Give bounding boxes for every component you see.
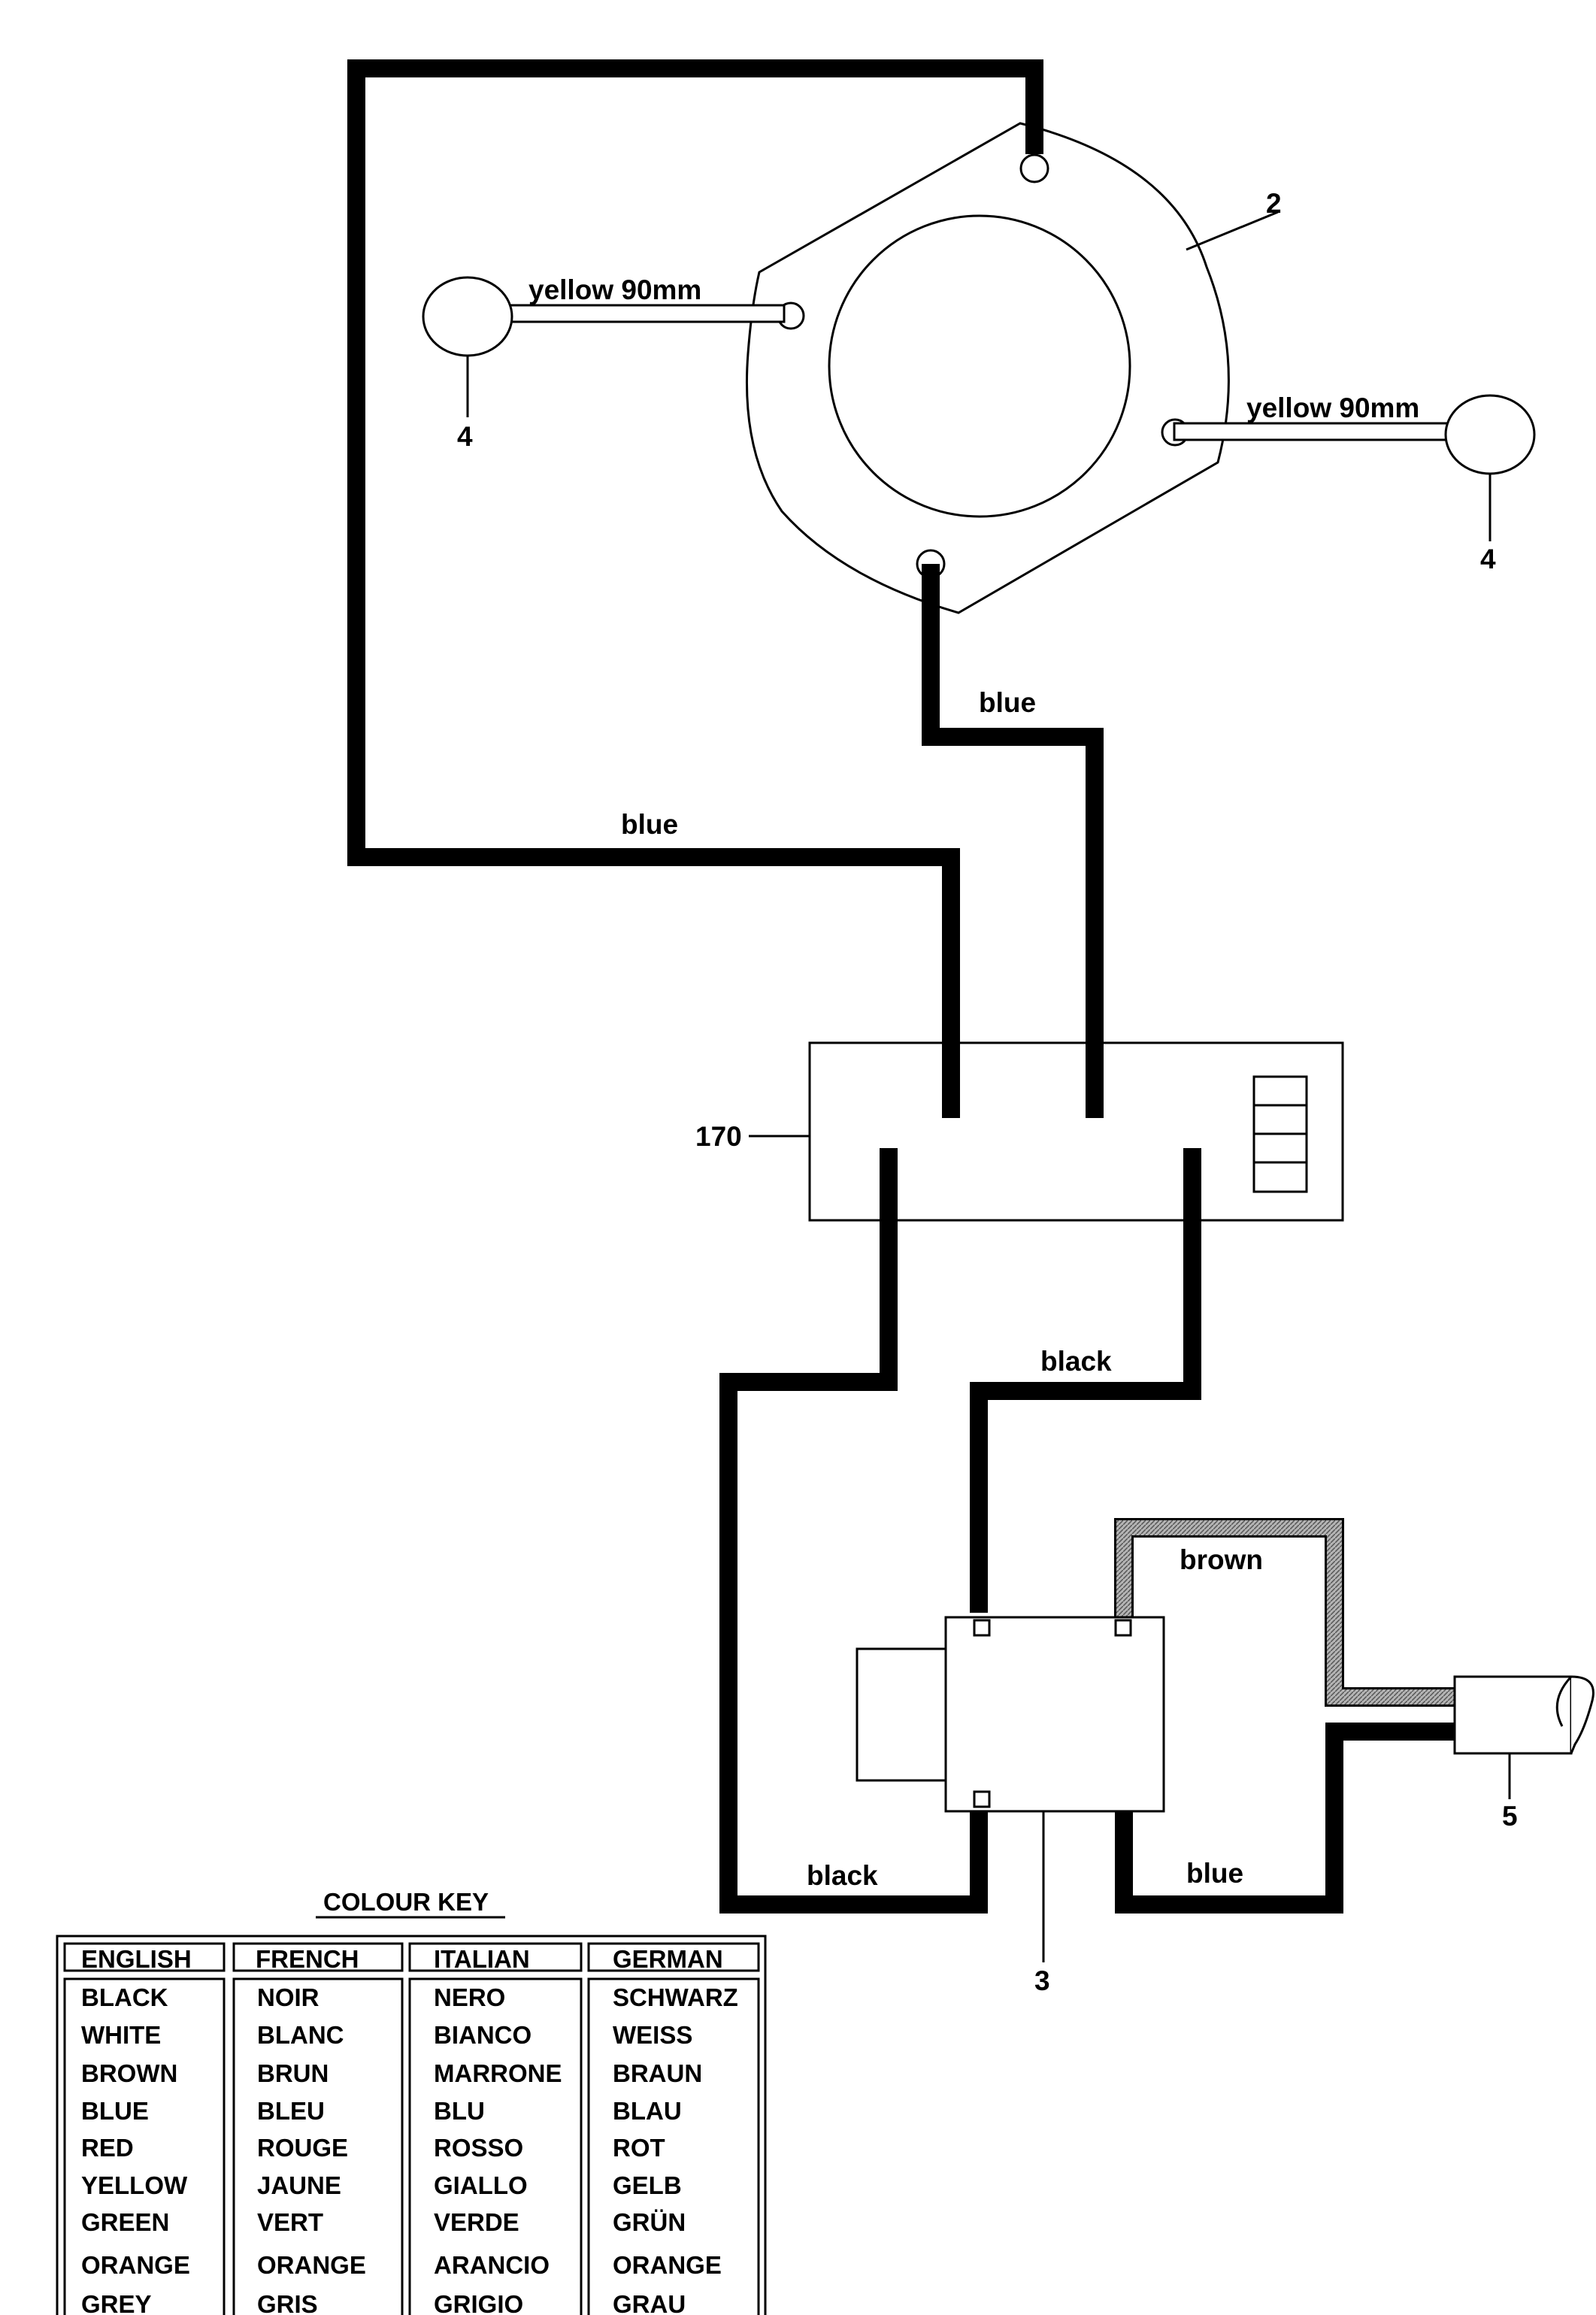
wire-blue-cable	[1115, 1723, 1455, 1914]
colour-key-cell: BLEU	[257, 2097, 325, 2125]
colour-key-cell: GIALLO	[434, 2171, 528, 2199]
wire-black-inner	[970, 1148, 1201, 1613]
switch-terminal-tl	[973, 1619, 991, 1637]
wire-black-outer	[719, 1148, 988, 1914]
wire-brown	[1116, 1520, 1455, 1704]
colour-key-title: COLOUR KEY	[323, 1888, 489, 1916]
colour-key: COLOUR KEY ENGLISH FRENCH ITALIAN GERMAN BLA…	[56, 1888, 767, 2315]
colour-key-header: FRENCH	[256, 1945, 359, 1973]
colour-key-cell: SCHWARZ	[613, 1983, 738, 2011]
yellow-wire-right	[1173, 422, 1473, 441]
colour-key-cell: WEISS	[613, 2021, 692, 2049]
colour-key-cell: GRIS	[257, 2290, 318, 2315]
colour-key-cell: BLAU	[613, 2097, 682, 2125]
colour-key-cell: VERDE	[434, 2208, 519, 2236]
colour-key-header: ENGLISH	[81, 1945, 192, 1973]
colour-key-cell: GRIGIO	[434, 2290, 523, 2315]
switch-body	[944, 1616, 1165, 1813]
label-brown: brown	[1180, 1544, 1263, 1575]
colour-key-cell: ARANCIO	[434, 2251, 550, 2279]
colour-key-frame	[56, 1935, 767, 2315]
wire-blue-outer	[347, 59, 1043, 1118]
switch-actuator	[856, 1647, 947, 1782]
motor-stator	[745, 122, 1230, 614]
colour-key-cell: ORANGE	[613, 2251, 722, 2279]
motor-rotor	[828, 214, 1131, 518]
colour-key-cell: RED	[81, 2134, 134, 2162]
colour-key-column-box	[63, 1977, 226, 2315]
colour-key-cell: GRÜN	[613, 2208, 686, 2236]
colour-key-cell: BLUE	[81, 2097, 149, 2125]
wire-blue-inner	[922, 564, 1104, 1118]
colour-key-cell: GREEN	[81, 2208, 169, 2236]
yellow-wire-left	[504, 304, 786, 323]
colour-key-cell: BROWN	[81, 2059, 177, 2087]
colour-key-cell: BLU	[434, 2097, 485, 2125]
colour-key-header: ITALIAN	[434, 1945, 530, 1973]
wire-brown-outline	[1114, 1518, 1455, 1707]
colour-key-cell: JAUNE	[257, 2171, 341, 2199]
label-blue-upper: blue	[979, 687, 1036, 718]
callout-4-right: 4	[1480, 544, 1496, 574]
label-yellow-right: yellow 90mm	[1246, 392, 1419, 423]
label-blue-lower: blue	[1186, 1858, 1243, 1889]
colour-key-cell: ROUGE	[257, 2134, 348, 2162]
colour-key-cell: GREY	[81, 2290, 152, 2315]
label-black-lower: black	[807, 1860, 878, 1891]
colour-key-cell: GELB	[613, 2171, 682, 2199]
callout-2: 2	[1266, 188, 1282, 219]
colour-key-cells: ENGLISH FRENCH ITALIAN GERMAN BLACK NOIR NERO S…	[63, 1942, 760, 2315]
colour-key-cell: MARRONE	[434, 2059, 562, 2087]
colour-key-cell: WHITE	[81, 2021, 161, 2049]
colour-key-column-box	[408, 1977, 583, 2315]
colour-key-cell: BRAUN	[613, 2059, 702, 2087]
colour-key-cell: BRUN	[257, 2059, 329, 2087]
colour-key-cell: GRAU	[613, 2290, 686, 2315]
colour-key-cell: ROSSO	[434, 2134, 523, 2162]
leader-2	[1186, 211, 1279, 251]
switch-terminal-bl	[973, 1790, 991, 1808]
callout-3: 3	[1034, 1965, 1050, 1996]
label-blue-left: blue	[621, 809, 678, 840]
colour-key-cell: BIANCO	[434, 2021, 531, 2049]
colour-key-cell: NOIR	[257, 1983, 320, 2011]
colour-key-header-box	[232, 1942, 404, 1972]
switch-terminal-tr	[1114, 1619, 1132, 1637]
colour-key-column-box	[587, 1977, 760, 2315]
colour-key-cell: NERO	[434, 1983, 505, 2011]
colour-key-cell: ROT	[613, 2134, 665, 2162]
colour-key-header-box	[63, 1942, 226, 1972]
label-yellow-left: yellow 90mm	[528, 274, 701, 305]
brush-right	[1444, 394, 1536, 475]
colour-key-cell: ORANGE	[257, 2251, 366, 2279]
colour-key-cell: BLANC	[257, 2021, 344, 2049]
colour-key-cell: YELLOW	[81, 2171, 188, 2199]
colour-key-header-box	[587, 1942, 760, 1972]
callout-5: 5	[1502, 1801, 1518, 1832]
colour-key-cell: VERT	[257, 2208, 323, 2236]
mains-cable	[1453, 1675, 1594, 1755]
callout-170: 170	[695, 1121, 742, 1152]
colour-key-header: GERMAN	[613, 1945, 723, 1973]
colour-key-cell: BLACK	[81, 1983, 168, 2011]
callout-4-left: 4	[457, 421, 473, 452]
colour-key-header-box	[408, 1942, 583, 1972]
colour-key-column-box	[232, 1977, 404, 2315]
terminal-top	[1019, 153, 1049, 183]
capacitor-terminal-strip	[1252, 1075, 1308, 1193]
label-black-upper: black	[1040, 1346, 1112, 1377]
colour-key-cell: ORANGE	[81, 2251, 190, 2279]
brush-left	[422, 276, 513, 357]
